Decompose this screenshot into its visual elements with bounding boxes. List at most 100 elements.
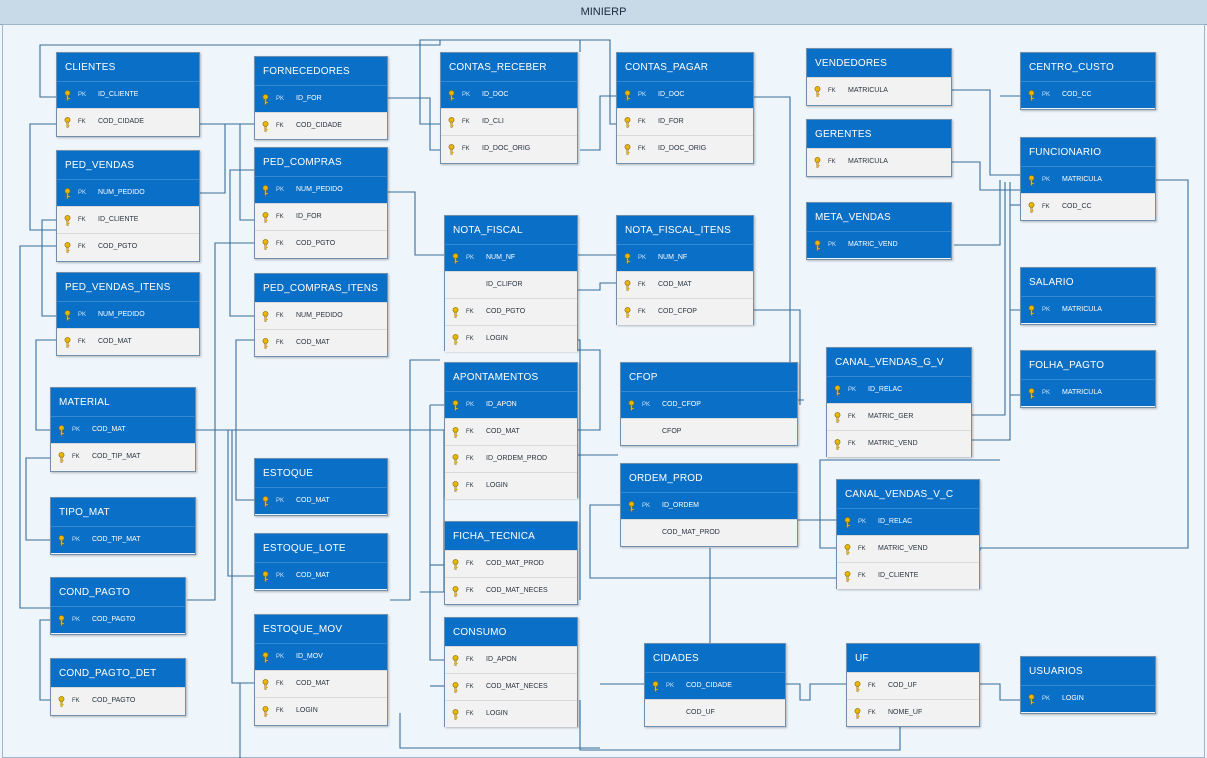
column-row[interactable]: COD_MAT_PROD [621,519,797,546]
table-header[interactable]: CLIENTES [57,53,199,81]
table-header[interactable]: FORNECEDORES [255,57,387,85]
table-header[interactable]: CONTAS_RECEBER [441,53,577,81]
table-header[interactable]: TIPO_MAT [51,498,195,526]
table-header[interactable]: APONTAMENTOS [445,363,577,391]
table-header[interactable]: CIDADES [645,644,785,672]
table-header[interactable]: NOTA_FISCAL [445,216,577,244]
table-header[interactable]: ESTOQUE [255,459,387,487]
table-header[interactable]: MATERIAL [51,388,195,416]
table-header[interactable]: CANAL_VENDAS_V_C [837,480,979,508]
table-header[interactable]: CFOP [621,363,797,391]
table-header[interactable]: META_VENDAS [807,203,951,231]
table-header[interactable]: FOLHA_PAGTO [1021,351,1155,379]
table-header[interactable]: ORDEM_PROD [621,464,797,492]
table-header[interactable]: UF [847,644,979,672]
table-header[interactable]: COND_PAGTO_DET [51,659,185,687]
table-header[interactable]: VENDEDORES [807,49,951,77]
table-header[interactable]: USUARIOS [1021,657,1155,685]
table-header[interactable]: CONSUMO [445,618,577,646]
table-header[interactable]: PED_VENDAS [57,151,199,179]
table-header[interactable]: ESTOQUE_MOV [255,615,387,643]
table-header[interactable]: CANAL_VENDAS_G_V [827,348,971,376]
table-header[interactable]: FICHA_TECNICA [445,522,577,550]
table-header[interactable]: SALARIO [1021,268,1155,296]
column-row[interactable]: CFOP [621,418,797,445]
table-header[interactable]: PED_COMPRAS [255,148,387,176]
